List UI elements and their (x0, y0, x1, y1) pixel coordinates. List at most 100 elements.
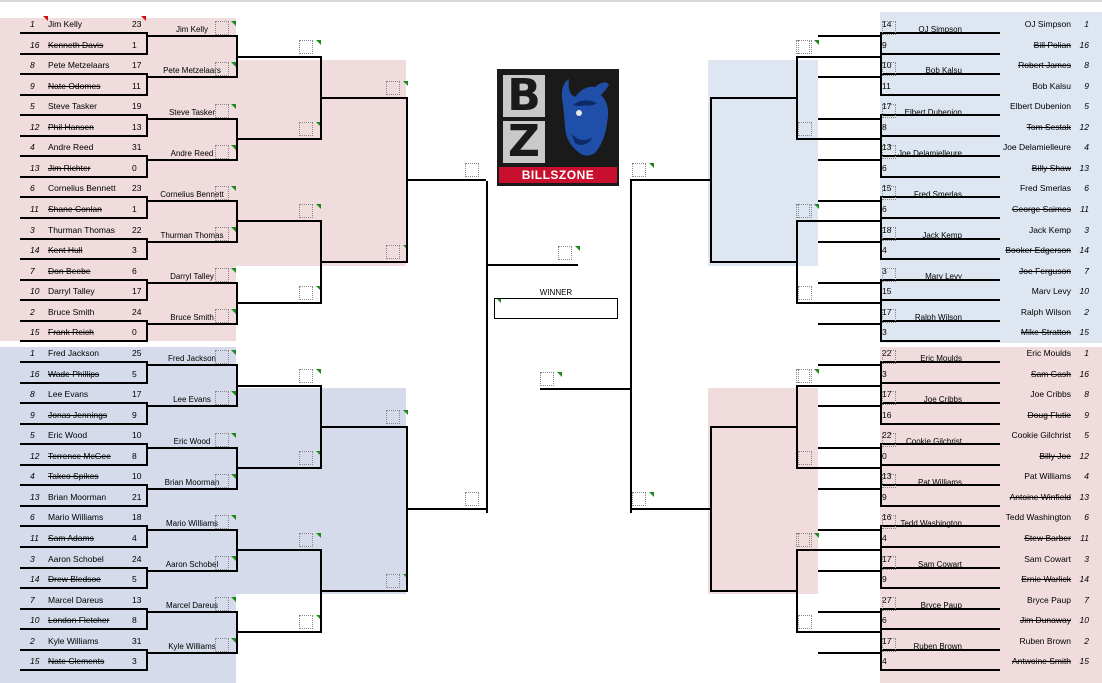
pick-box[interactable] (215, 350, 229, 365)
pick-box[interactable] (882, 185, 896, 200)
pick-box[interactable] (882, 555, 896, 570)
pick-box[interactable] (882, 62, 896, 77)
pick-box[interactable] (796, 204, 810, 219)
pick-box[interactable] (299, 39, 313, 54)
pick-box[interactable] (215, 226, 229, 241)
pick-box[interactable] (882, 514, 896, 529)
pick-box[interactable] (215, 62, 229, 77)
pick-box[interactable] (798, 286, 812, 301)
pick-box[interactable] (465, 163, 479, 178)
pick-box[interactable] (882, 21, 896, 36)
pick-box[interactable] (386, 245, 400, 260)
pick-box[interactable] (882, 309, 896, 323)
pick-box[interactable] (465, 492, 479, 507)
pick-box[interactable] (796, 533, 810, 548)
pick-box[interactable] (215, 638, 229, 652)
pick-box[interactable] (215, 473, 229, 488)
pick-box[interactable] (632, 492, 646, 507)
pick-box[interactable] (882, 144, 896, 159)
pick-box[interactable] (215, 514, 229, 529)
pick-box[interactable] (540, 372, 554, 386)
pick-box[interactable] (215, 21, 229, 36)
pick-box[interactable] (796, 39, 810, 54)
pick-box[interactable] (386, 409, 400, 424)
pick-box[interactable] (299, 533, 313, 548)
pick-box[interactable] (215, 144, 229, 159)
pick-box[interactable] (215, 391, 229, 406)
pick-box[interactable] (386, 80, 400, 95)
pick-box[interactable] (882, 391, 896, 406)
pick-box[interactable] (299, 368, 313, 383)
pick-box[interactable] (299, 451, 313, 466)
pick-box[interactable] (798, 451, 812, 466)
pick-box[interactable] (215, 555, 229, 570)
pick-box[interactable] (798, 615, 812, 630)
pick-box[interactable] (215, 267, 229, 282)
pick-box[interactable] (215, 185, 229, 200)
pick-box[interactable] (882, 226, 896, 241)
pick-box[interactable] (882, 596, 896, 611)
pick-box[interactable] (299, 286, 313, 301)
pick-box[interactable] (215, 596, 229, 611)
pick-box[interactable] (796, 368, 810, 383)
pick-box[interactable] (215, 432, 229, 447)
pick-box[interactable] (882, 473, 896, 488)
pick-box[interactable] (215, 309, 229, 323)
pick-box[interactable] (882, 267, 896, 282)
